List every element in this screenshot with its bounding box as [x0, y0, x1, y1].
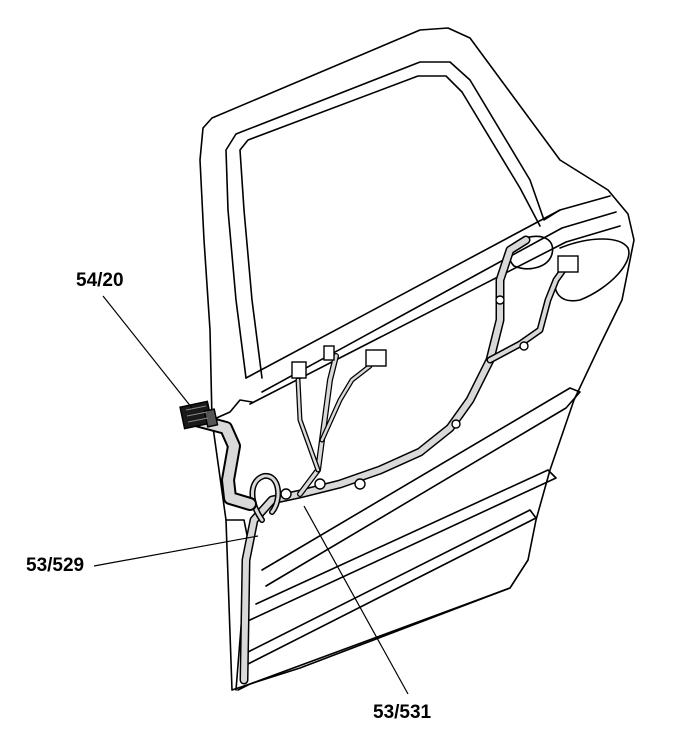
leader-54-20 — [102, 295, 193, 409]
callout-53-531: 53/531 — [373, 702, 432, 723]
harness-clip — [451, 419, 461, 429]
connectors — [179, 255, 579, 500]
harness-clip — [495, 295, 505, 305]
callout-54-20: 54/20 — [76, 270, 124, 291]
connector-upper-b — [323, 345, 335, 361]
harness-clip — [354, 478, 366, 490]
callout-53-529: 53/529 — [26, 555, 85, 576]
leader-53-529 — [93, 535, 259, 567]
door-panel — [199, 27, 635, 691]
wiring-harness — [189, 235, 570, 685]
harness-clip — [519, 341, 529, 351]
connector-upper-a — [291, 361, 307, 379]
leader-53-531 — [303, 505, 409, 695]
connector-upper-c — [365, 349, 387, 367]
leader-lines — [93, 295, 409, 695]
connector-handle — [557, 255, 579, 273]
harness-clip — [280, 488, 292, 500]
harness-clip — [314, 478, 326, 490]
connector-54-20 — [179, 400, 219, 430]
